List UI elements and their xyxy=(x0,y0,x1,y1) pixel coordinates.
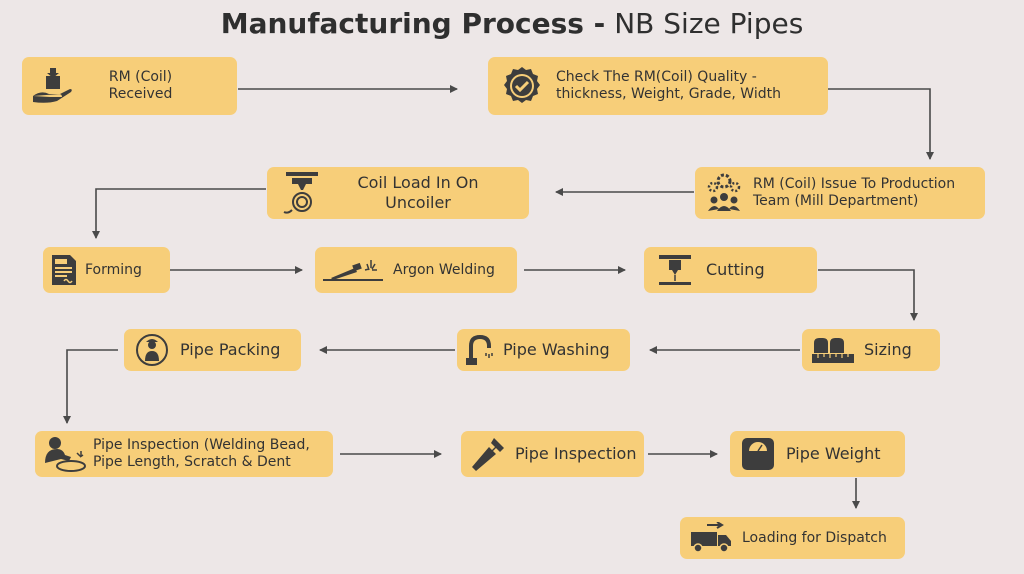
step-coil-load: Coil Load In On Uncoiler xyxy=(267,167,529,219)
arrow-cutting-to-sizing xyxy=(818,269,918,321)
step-pipe-inspection: Pipe Inspection xyxy=(461,431,644,477)
quality-badge-icon xyxy=(488,65,556,107)
step-pipe-weight: Pipe Weight xyxy=(730,431,905,477)
uncoiler-icon xyxy=(267,170,337,216)
hand-box-icon xyxy=(22,66,84,106)
step-label: Sizing xyxy=(864,340,912,359)
step-sizing: Sizing xyxy=(802,329,940,371)
faucet-icon xyxy=(457,334,503,366)
step-label: Pipe Weight xyxy=(786,444,881,463)
step-label: Pipe Packing xyxy=(180,340,281,359)
step-label: Pipe Inspection (Welding Bead, Pipe Leng… xyxy=(93,437,310,470)
welding-torch-icon xyxy=(315,256,393,284)
arrow-packing-to-inspection xyxy=(63,349,118,424)
arrow-coil-to-forming xyxy=(92,188,266,239)
arrow-check-to-issue xyxy=(828,88,934,160)
diagram-title: Manufacturing Process - NB Size Pipes xyxy=(0,6,1024,42)
step-label: Argon Welding xyxy=(393,261,495,278)
step-issue-production: RM (Coil) Issue To Production Team (Mill… xyxy=(695,167,985,219)
step-cutting: Cutting xyxy=(644,247,817,293)
step-label: Check The RM(Coil) Quality - thickness, … xyxy=(556,69,781,102)
step-label: RM (Coil) Issue To Production Team (Mill… xyxy=(753,176,956,209)
pipe-wrench-icon xyxy=(461,436,515,472)
step-pipe-inspection-detail: Pipe Inspection (Welding Bead, Pipe Leng… xyxy=(35,431,333,477)
step-label: Loading for Dispatch xyxy=(742,529,887,546)
step-rm-received: RM (Coil) Received xyxy=(22,57,237,115)
title-bold: Manufacturing Process - xyxy=(220,7,606,40)
step-label: Pipe Washing xyxy=(503,340,610,359)
welder-pipe-icon xyxy=(35,435,93,473)
sizing-ruler-icon xyxy=(802,335,864,365)
step-label: Forming xyxy=(85,261,142,278)
step-loading-dispatch: Loading for Dispatch xyxy=(680,517,905,559)
title-light: NB Size Pipes xyxy=(614,7,804,40)
weighing-scale-icon xyxy=(730,437,786,471)
step-label: Coil Load In On Uncoiler xyxy=(357,173,479,212)
step-pipe-packing: Pipe Packing xyxy=(124,329,301,371)
step-quality-check: Check The RM(Coil) Quality - thickness, … xyxy=(488,57,828,115)
team-gears-icon xyxy=(695,173,753,213)
step-label: RM (Coil) Received xyxy=(108,69,173,102)
step-pipe-washing: Pipe Washing xyxy=(457,329,630,371)
laser-cutter-icon xyxy=(644,253,706,287)
delivery-truck-icon xyxy=(680,522,742,554)
step-forming: Forming xyxy=(43,247,170,293)
step-argon-welding: Argon Welding xyxy=(315,247,517,293)
worker-icon xyxy=(124,333,180,367)
step-label: Pipe Inspection xyxy=(515,444,637,463)
step-label: Cutting xyxy=(706,260,765,279)
form-document-icon xyxy=(43,254,85,286)
